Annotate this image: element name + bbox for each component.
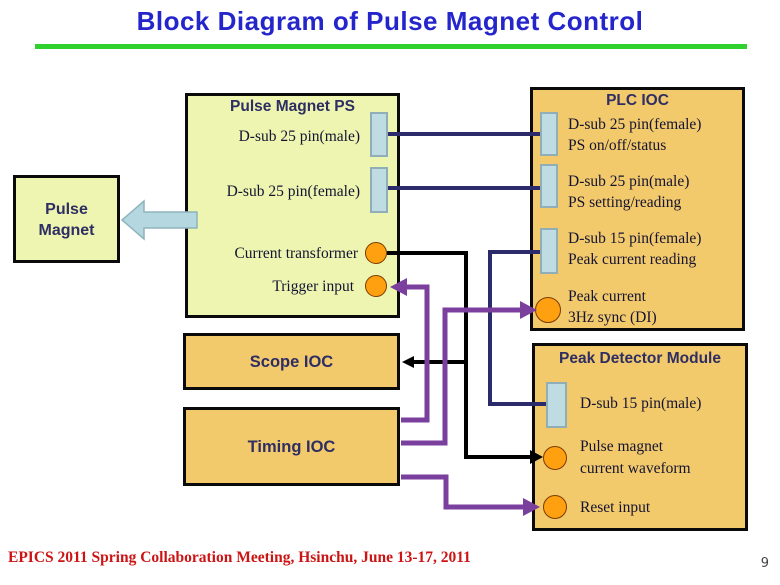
black-arrowhead-left-icon [402,356,414,368]
pd-port-label-reset-input: Reset input [580,499,651,516]
port-line: 3Hz sync (DI) [568,309,657,326]
plc-port-label-2: D-sub 25 pin(male) PS setting/reading [568,171,689,213]
title-underline [35,44,747,49]
dsub-connector-icon [540,228,558,274]
port-line: D-sub 25 pin(female) [568,116,702,133]
bnc-jack-icon [365,242,387,264]
black-wires [387,251,531,459]
ps-port-label-current-transformer: Current transformer [234,245,358,262]
pulse-magnet-label-line1: Pulse [45,201,88,218]
ps-port-label-dsub25-male: D-sub 25 pin(male) [238,128,360,145]
block-scope-ioc: Scope IOC [183,333,400,390]
ps-port-label-dsub25-female: D-sub 25 pin(female) [226,183,360,200]
port-line: current waveform [580,460,691,477]
plc-port-label-1: D-sub 25 pin(female) PS on/off/status [568,114,701,156]
block-pulse-magnet: Pulse Magnet [13,175,120,263]
block-timing-ioc: Timing IOC [183,407,400,486]
bnc-jack-icon [535,297,561,323]
block-peak-detector-module [532,343,748,531]
dsub-connector-icon [540,112,558,156]
port-line: Pulse magnet [580,438,664,455]
plc-port-label-4: Peak current 3Hz sync (DI) [568,286,657,328]
bnc-jack-icon [543,446,567,470]
footer-credit: EPICS 2011 Spring Collaboration Meeting,… [8,549,471,566]
pd-port-label-waveform: Pulse magnet current waveform [580,436,691,480]
scope-ioc-title: Scope IOC [249,353,334,371]
purple-wires [401,284,524,510]
port-line: D-sub 15 pin(female) [568,230,702,247]
ps-port-label-trigger-input: Trigger input [272,278,354,295]
port-line: Peak current [568,288,646,305]
page-title: Block Diagram of Pulse Magnet Control [136,6,644,36]
bnc-jack-icon [543,495,567,519]
port-line: D-sub 25 pin(male) [568,173,690,190]
port-line: PS on/off/status [568,137,667,154]
block-pulse-magnet-ps [185,93,400,318]
dsub-connector-icon [370,112,388,157]
navy-wires [388,132,546,406]
block-plc-ioc [530,87,745,331]
dsub-connector-icon [546,382,567,428]
peak-detector-title: Peak Detector Module [559,350,721,367]
pulse-magnet-label-line2: Magnet [38,222,95,239]
pulse-magnet-ps-title: Pulse Magnet PS [230,98,355,115]
dsub-connector-icon [370,167,388,213]
bnc-jack-icon [365,275,387,297]
port-line: PS setting/reading [568,194,682,211]
plc-port-label-3: D-sub 15 pin(female) Peak current readin… [568,228,701,270]
plc-ioc-title: PLC IOC [606,92,669,109]
port-line: Peak current reading [568,251,697,268]
pd-port-label-dsub15-male: D-sub 15 pin(male) [580,395,702,412]
timing-ioc-title: Timing IOC [247,438,336,456]
page-number: 9 [760,556,769,571]
dsub-connector-icon [540,164,558,208]
